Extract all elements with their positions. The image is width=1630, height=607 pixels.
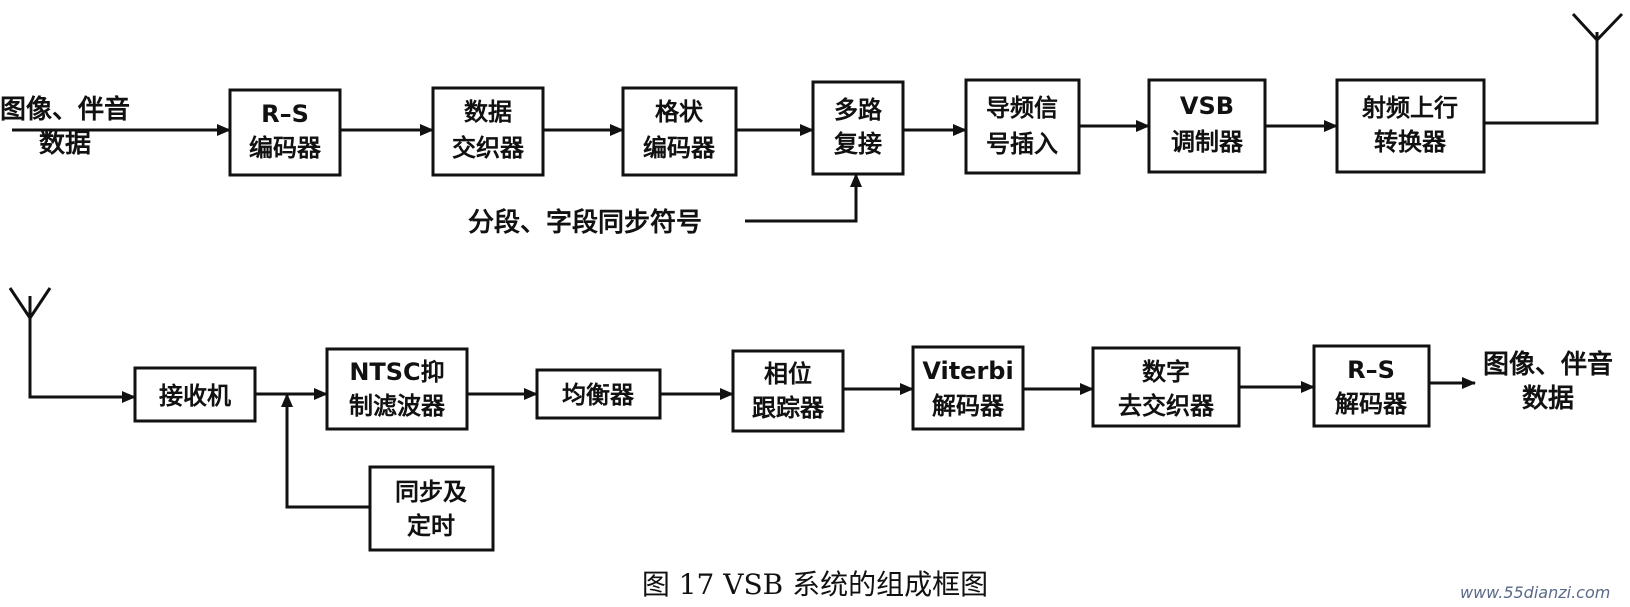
output-label-line2: 数据 — [1522, 384, 1574, 414]
watermark: www.55dianzi.com — [1460, 583, 1610, 602]
arrow-antenna-to-receiver — [28, 296, 136, 403]
rx-antenna-icon — [8, 287, 52, 319]
arrow-sync-to-mux — [745, 173, 862, 223]
svg-text:同步及: 同步及 — [395, 478, 467, 506]
arrow-sync-timing-feedback — [281, 393, 370, 509]
block-trellis-encoder: 格状 编码器 — [621, 86, 738, 177]
block-rs-decoder: R–S 解码器 — [1312, 344, 1431, 428]
block-pilot-insertion: 导频信 号插入 — [964, 78, 1081, 175]
svg-text:号插入: 号插入 — [986, 130, 1058, 158]
tx-antenna-icon — [1571, 12, 1624, 42]
svg-text:定时: 定时 — [407, 512, 455, 540]
block-vsb-modulator: VSB 调制器 — [1147, 78, 1267, 174]
svg-text:去交织器: 去交织器 — [1118, 392, 1215, 420]
svg-text:解码器: 解码器 — [1335, 390, 1408, 418]
svg-text:接收机: 接收机 — [159, 382, 231, 410]
svg-text:均衡器: 均衡器 — [562, 381, 635, 409]
svg-text:编码器: 编码器 — [249, 134, 322, 162]
sync-symbols-label: 分段、字段同步符号 — [468, 207, 702, 238]
input-label-line1: 图像、伴音 — [0, 94, 130, 125]
svg-text:调制器: 调制器 — [1171, 128, 1244, 156]
svg-text:多路: 多路 — [834, 96, 883, 124]
svg-text:VSB: VSB — [1180, 92, 1234, 120]
svg-text:制滤波器: 制滤波器 — [349, 392, 446, 420]
svg-text:跟踪器: 跟踪器 — [752, 394, 825, 422]
block-viterbi-decoder: Viterbi 解码器 — [911, 345, 1025, 431]
svg-text:编码器: 编码器 — [643, 134, 716, 162]
figure-caption: 图 17 VSB 系统的组成框图 — [642, 568, 988, 601]
input-label-line2: 数据 — [39, 129, 91, 159]
block-equalizer: 均衡器 — [535, 368, 662, 420]
svg-text:格状: 格状 — [655, 98, 704, 126]
block-sync-timing: 同步及 定时 — [368, 465, 495, 552]
svg-text:数据: 数据 — [464, 98, 512, 126]
output-label-line1: 图像、伴音 — [1483, 349, 1613, 380]
svg-text:射频上行: 射频上行 — [1361, 94, 1458, 122]
block-digital-deinterleaver: 数字 去交织器 — [1091, 346, 1241, 428]
block-rs-encoder: R–S 编码器 — [228, 88, 342, 177]
svg-text:复接: 复接 — [833, 130, 882, 158]
svg-text:转换器: 转换器 — [1374, 128, 1447, 156]
svg-text:Viterbi: Viterbi — [922, 357, 1013, 385]
block-ntsc-rejection-filter: NTSC抑 制滤波器 — [325, 347, 469, 431]
svg-text:交织器: 交织器 — [452, 134, 525, 162]
block-multiplexer: 多路 复接 — [811, 80, 905, 176]
block-receiver: 接收机 — [133, 366, 257, 423]
wire-to-tx-antenna — [1484, 32, 1599, 125]
svg-text:R–S: R–S — [1347, 356, 1395, 384]
svg-text:解码器: 解码器 — [932, 392, 1005, 420]
block-phase-tracker: 相位 跟踪器 — [731, 349, 845, 433]
block-data-interleaver: 数据 交织器 — [431, 86, 545, 177]
svg-text:相位: 相位 — [764, 360, 812, 388]
svg-text:R–S: R–S — [261, 100, 309, 128]
block-rf-upconverter: 射频上行 转换器 — [1335, 78, 1486, 174]
svg-text:NTSC抑: NTSC抑 — [349, 358, 444, 386]
svg-text:导频信: 导频信 — [986, 94, 1058, 122]
svg-text:数字: 数字 — [1142, 358, 1190, 386]
